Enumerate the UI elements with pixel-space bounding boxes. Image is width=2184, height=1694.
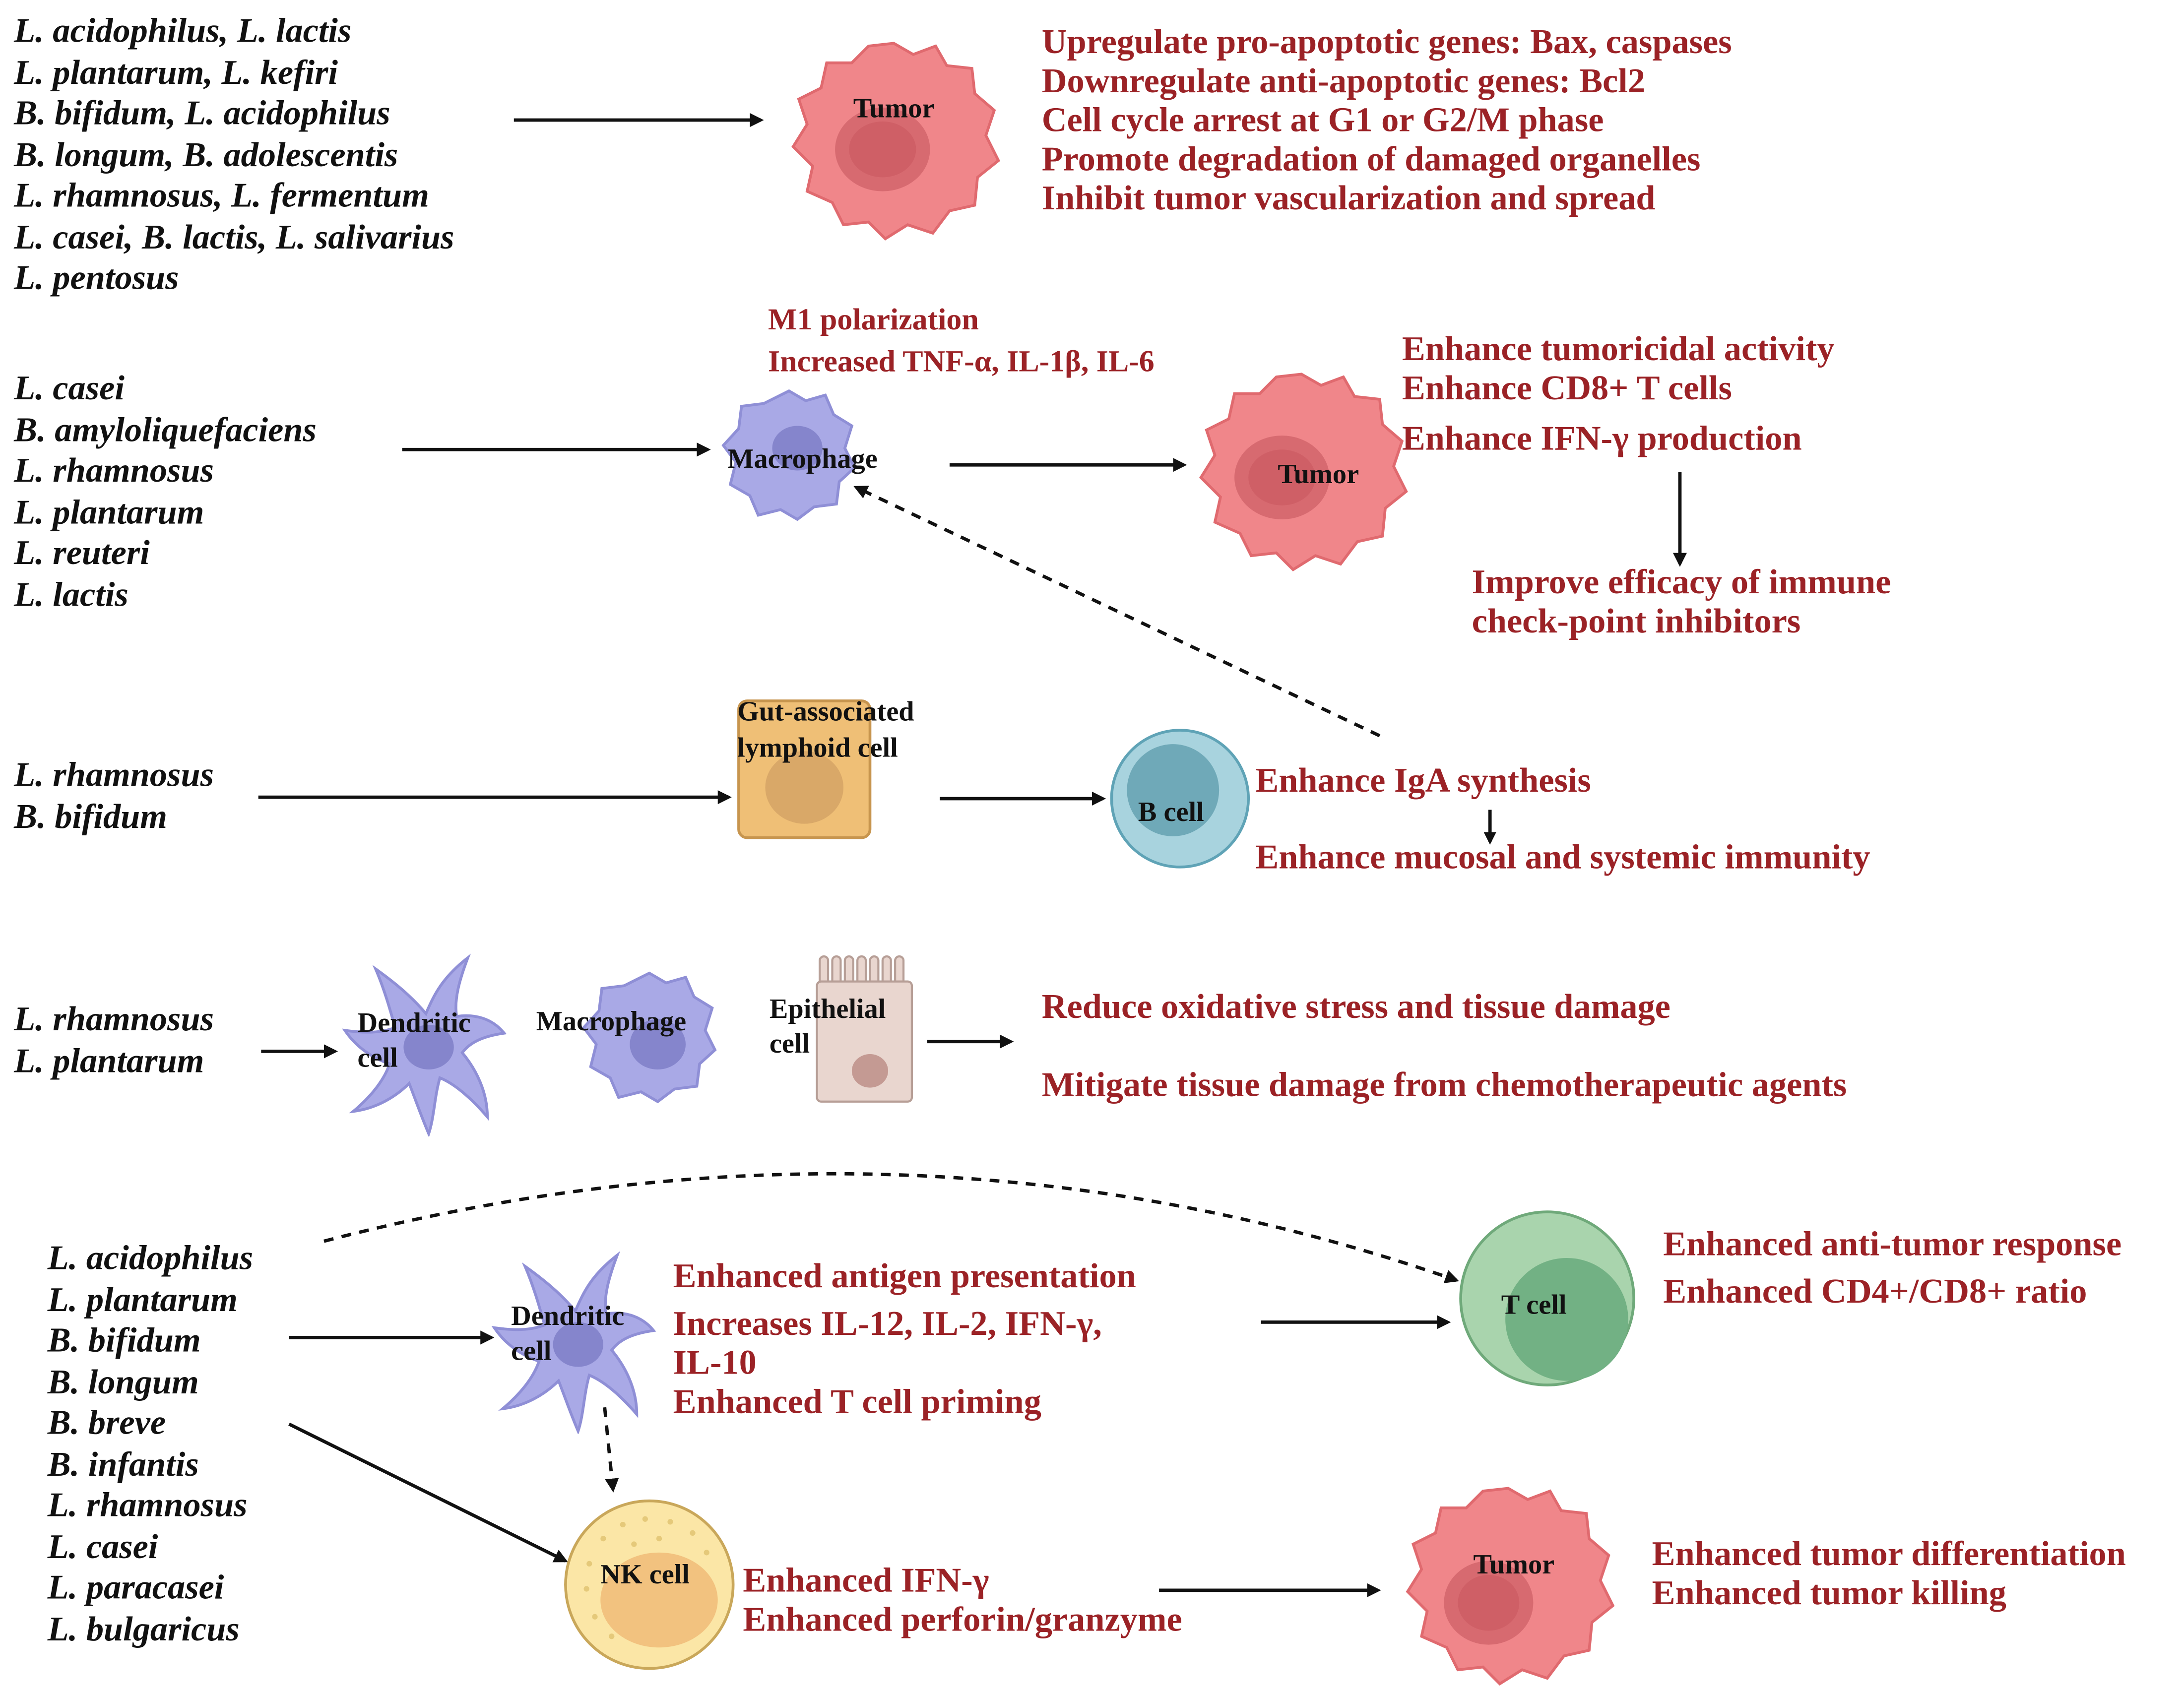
epithelial-cell-icon xyxy=(816,955,913,1103)
effect-item: Enhanced perforin/granzyme xyxy=(743,1601,1182,1639)
dashed-arrow-bacteria-to-t-cell xyxy=(323,1172,1459,1283)
effect-item: Enhance CD8+ T cells xyxy=(1402,370,1732,408)
row1-bacteria-list: L. acidophilus, L. lactis L. plantarum, … xyxy=(14,11,454,300)
effect-item: Enhanced IFN-γ xyxy=(743,1562,989,1600)
bacteria-name: L. plantarum xyxy=(47,1281,238,1319)
dendritic-cell-icon xyxy=(491,1251,656,1434)
chemo-effect: Mitigate tissue damage from chemotherape… xyxy=(1041,1067,1847,1105)
bacteria-name: L. acidophilus, L. lactis xyxy=(14,12,352,51)
dendritic-cell-label: Dendritic cell xyxy=(357,1008,471,1074)
tumor-label: Tumor xyxy=(1473,1550,1555,1581)
effect-item: check-point inhibitors xyxy=(1472,603,1801,641)
macrophage-icon xyxy=(721,389,857,521)
t-cell-label: T cell xyxy=(1501,1290,1567,1321)
bacteria-name: L. plantarum, L. kefiri xyxy=(14,54,338,92)
tumor-label: Tumor xyxy=(1278,459,1359,490)
arrow-bacteria-to-nk xyxy=(288,1422,568,1563)
effect-item: Enhanced antigen presentation xyxy=(673,1257,1136,1296)
effect-item: Cell cycle arrest at G1 or G2/M phase xyxy=(1041,102,1604,140)
bacteria-name: L. bulgaricus xyxy=(47,1610,240,1648)
macrophage-label: Macrophage xyxy=(536,1006,687,1038)
bacteria-name: L. acidophilus xyxy=(47,1240,254,1278)
nk-cell-label: NK cell xyxy=(600,1559,690,1590)
effect-item: Enhance tumoricidal activity xyxy=(1402,331,1835,369)
tumor-cell-icon xyxy=(1199,373,1408,571)
bacteria-name: L. plantarum xyxy=(14,493,204,531)
dashed-arrow-b-cell-to-macrophage xyxy=(853,486,1381,738)
bacteria-name: B. amyloliquefaciens xyxy=(14,411,317,449)
nk-effects-list: Enhanced IFN-γ Enhanced perforin/granzym… xyxy=(743,1563,1182,1641)
row3-bacteria-list: L. rhamnosus B. bifidum xyxy=(14,755,214,838)
b-cell-icon xyxy=(1110,729,1250,869)
bacteria-name: L. casei xyxy=(47,1528,158,1566)
bacteria-name: L. plantarum xyxy=(14,1042,204,1080)
dendritic-cell-label: Dendritic cell xyxy=(511,1301,625,1367)
effect-item: Upregulate pro-apoptotic genes: Bax, cas… xyxy=(1041,23,1732,62)
tumor-label: Tumor xyxy=(853,93,935,125)
bacteria-name: L. paracasei xyxy=(47,1569,224,1607)
bacteria-name: L. rhamnosus xyxy=(14,756,214,795)
t-cell-icon xyxy=(1459,1210,1635,1386)
macrophage-icon xyxy=(581,971,717,1104)
gut-lymphoid-cell-icon xyxy=(737,699,872,839)
effect-item: Improve efficacy of immune xyxy=(1472,564,1891,602)
effect-item: IL-10 xyxy=(673,1344,757,1382)
tumor-cell-icon xyxy=(791,42,1000,241)
row2-bacteria-list: L. casei B. amyloliquefaciens L. rhamnos… xyxy=(14,369,317,616)
effect-item: Enhanced tumor killing xyxy=(1652,1574,2006,1613)
effect-item: Promote degradation of damaged organelle… xyxy=(1041,141,1701,179)
epithelial-cell-label: Epithelial cell xyxy=(769,994,886,1060)
bacteria-name: L. rhamnosus, L. fermentum xyxy=(14,177,429,215)
bacteria-name: B. infantis xyxy=(47,1445,199,1484)
dendritic-effects-list: Enhanced antigen presentation Increases … xyxy=(673,1258,1136,1423)
dashed-arrow-dendritic-to-nk xyxy=(603,1407,619,1493)
effect-item: M1 polarization xyxy=(768,301,979,337)
immunity-effect: Enhance mucosal and systemic immunity xyxy=(1255,839,1870,877)
effect-item: Increases IL-12, IL-2, IFN-γ, xyxy=(673,1305,1102,1343)
effect-item: Increased TNF-α, IL-1β, IL-6 xyxy=(768,343,1155,378)
effect-item: Enhanced CD4+/CD8+ ratio xyxy=(1663,1273,2087,1311)
oxidative-effect: Reduce oxidative stress and tissue damag… xyxy=(1041,988,1670,1026)
dendritic-cell-icon xyxy=(342,953,507,1137)
effect-item: Enhanced tumor differentiation xyxy=(1652,1536,2126,1574)
bacteria-name: L. rhamnosus xyxy=(47,1487,248,1525)
tumor-effects-list: Enhance tumoricidal activity Enhance CD8… xyxy=(1402,331,1835,459)
bacteria-name: B. breve xyxy=(47,1404,166,1443)
effect-item: Inhibit tumor vascularization and spread xyxy=(1041,180,1656,218)
effect-item: Enhanced T cell priming xyxy=(673,1383,1041,1422)
bacteria-name: L. casei xyxy=(14,370,125,408)
bacteria-name: B. longum xyxy=(47,1363,199,1401)
bacteria-name: L. casei, B. lactis, L. salivarius xyxy=(14,218,454,256)
row5-bacteria-list: L. acidophilus L. plantarum B. bifidum B… xyxy=(48,1239,253,1650)
bacteria-name: B. bifidum xyxy=(47,1322,201,1360)
bacteria-name: L. rhamnosus xyxy=(14,452,214,490)
effect-item: Downregulate anti-apoptotic genes: Bcl2 xyxy=(1041,63,1646,101)
checkpoint-effect: Improve efficacy of immune check-point i… xyxy=(1472,564,1891,642)
bacteria-name: B. bifidum xyxy=(14,798,168,836)
t-cell-effects-list: Enhanced anti-tumor response Enhanced CD… xyxy=(1663,1226,2121,1313)
tumor-cell-icon xyxy=(1406,1487,1615,1686)
iga-effect: Enhance IgA synthesis xyxy=(1255,762,1591,800)
macrophage-label: Macrophage xyxy=(727,444,878,475)
bacteria-name: L. pentosus xyxy=(14,259,179,298)
row1-effects-list: Upregulate pro-apoptotic genes: Bax, cas… xyxy=(1042,24,1732,219)
bacteria-name: L. rhamnosus xyxy=(14,1001,214,1039)
bacteria-name: L. lactis xyxy=(14,576,128,614)
macrophage-effects-list: M1 polarization Increased TNF-α, IL-1β, … xyxy=(768,299,1155,382)
bacteria-name: B. bifidum, L. acidophilus xyxy=(14,95,390,133)
row4-bacteria-list: L. rhamnosus L. plantarum xyxy=(14,1000,214,1082)
effect-item: Enhanced anti-tumor response xyxy=(1663,1226,2122,1264)
bacteria-name: B. longum, B. adolescentis xyxy=(14,136,398,174)
effect-item: Enhance IFN-γ production xyxy=(1402,420,1802,458)
nk-cell-icon xyxy=(564,1499,735,1670)
gut-lymphoid-label: Gut-associated lymphoid cell xyxy=(737,696,914,764)
tumor-effects-list: Enhanced tumor differentiation Enhanced … xyxy=(1652,1536,2126,1614)
b-cell-label: B cell xyxy=(1138,797,1204,828)
bacteria-name: L. reuteri xyxy=(14,534,150,572)
